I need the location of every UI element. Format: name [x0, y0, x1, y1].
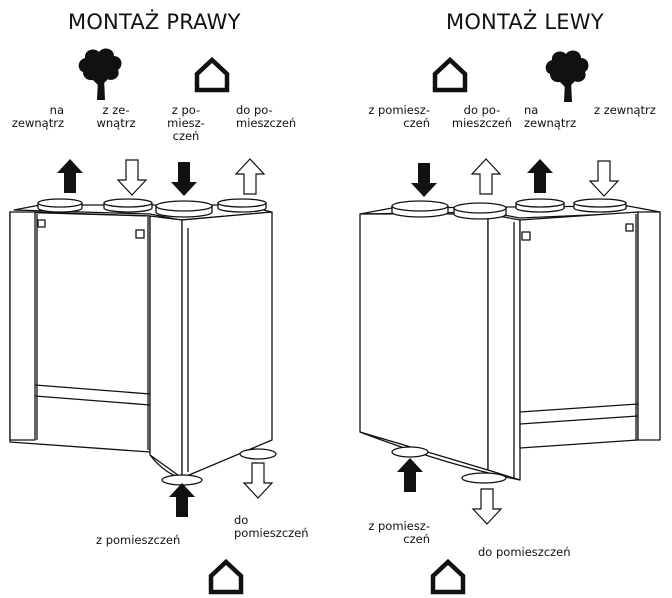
arrow-down-outline-icon — [589, 160, 619, 197]
label-z-pomieszczen-r: z pomiesz- czeń — [368, 103, 430, 130]
label-bottom-do-pomieszczen-r: do pomieszczeń — [478, 545, 571, 559]
label-z-zewnatrz-r: z zewnątrz — [594, 103, 656, 117]
house-icon — [435, 60, 465, 90]
arrow-down-outline-icon — [472, 488, 502, 525]
label-na-zewnatrz: na zewnątrz — [11, 103, 64, 130]
arrow-down-filled-icon — [171, 162, 197, 196]
arrow-up-filled-icon — [169, 483, 195, 517]
arrow-up-outline-icon — [471, 158, 501, 195]
arrow-up-filled-icon — [57, 159, 83, 193]
label-do-pomieszczen-r: do po- mieszczeń — [451, 103, 513, 130]
arrow-up-filled-icon — [397, 458, 423, 492]
label-bottom-z-pomieszczen-r: z pomiesz- czeń — [368, 519, 430, 546]
left-unit — [9, 198, 277, 486]
right-title: MONTAŻ LEWY — [446, 10, 604, 34]
label-bottom-z-pomieszczen: z pomieszczeń — [96, 533, 181, 547]
tree-icon — [544, 49, 590, 104]
label-bottom-do-pomieszczen: do pomieszczeń — [234, 513, 309, 540]
arrow-down-filled-icon — [411, 163, 437, 197]
tree-icon — [77, 47, 123, 102]
arrow-down-outline-icon — [117, 159, 147, 196]
arrow-down-outline-icon — [243, 462, 273, 499]
label-z-pomieszczen: z po- miesz- czeń — [167, 103, 205, 143]
house-icon — [433, 562, 463, 592]
right-unit — [359, 198, 661, 484]
label-do-pomieszczen: do po- mieszczeń — [236, 103, 297, 130]
arrow-up-filled-icon — [527, 159, 553, 193]
left-title: MONTAŻ PRAWY — [68, 10, 241, 34]
arrow-up-outline-icon — [235, 158, 265, 195]
label-na-zewnatrz-r: na zewnątrz — [524, 103, 577, 130]
house-icon — [197, 60, 227, 90]
house-icon — [211, 562, 241, 592]
label-z-zewnatrz: z ze- wnątrz — [96, 103, 136, 130]
